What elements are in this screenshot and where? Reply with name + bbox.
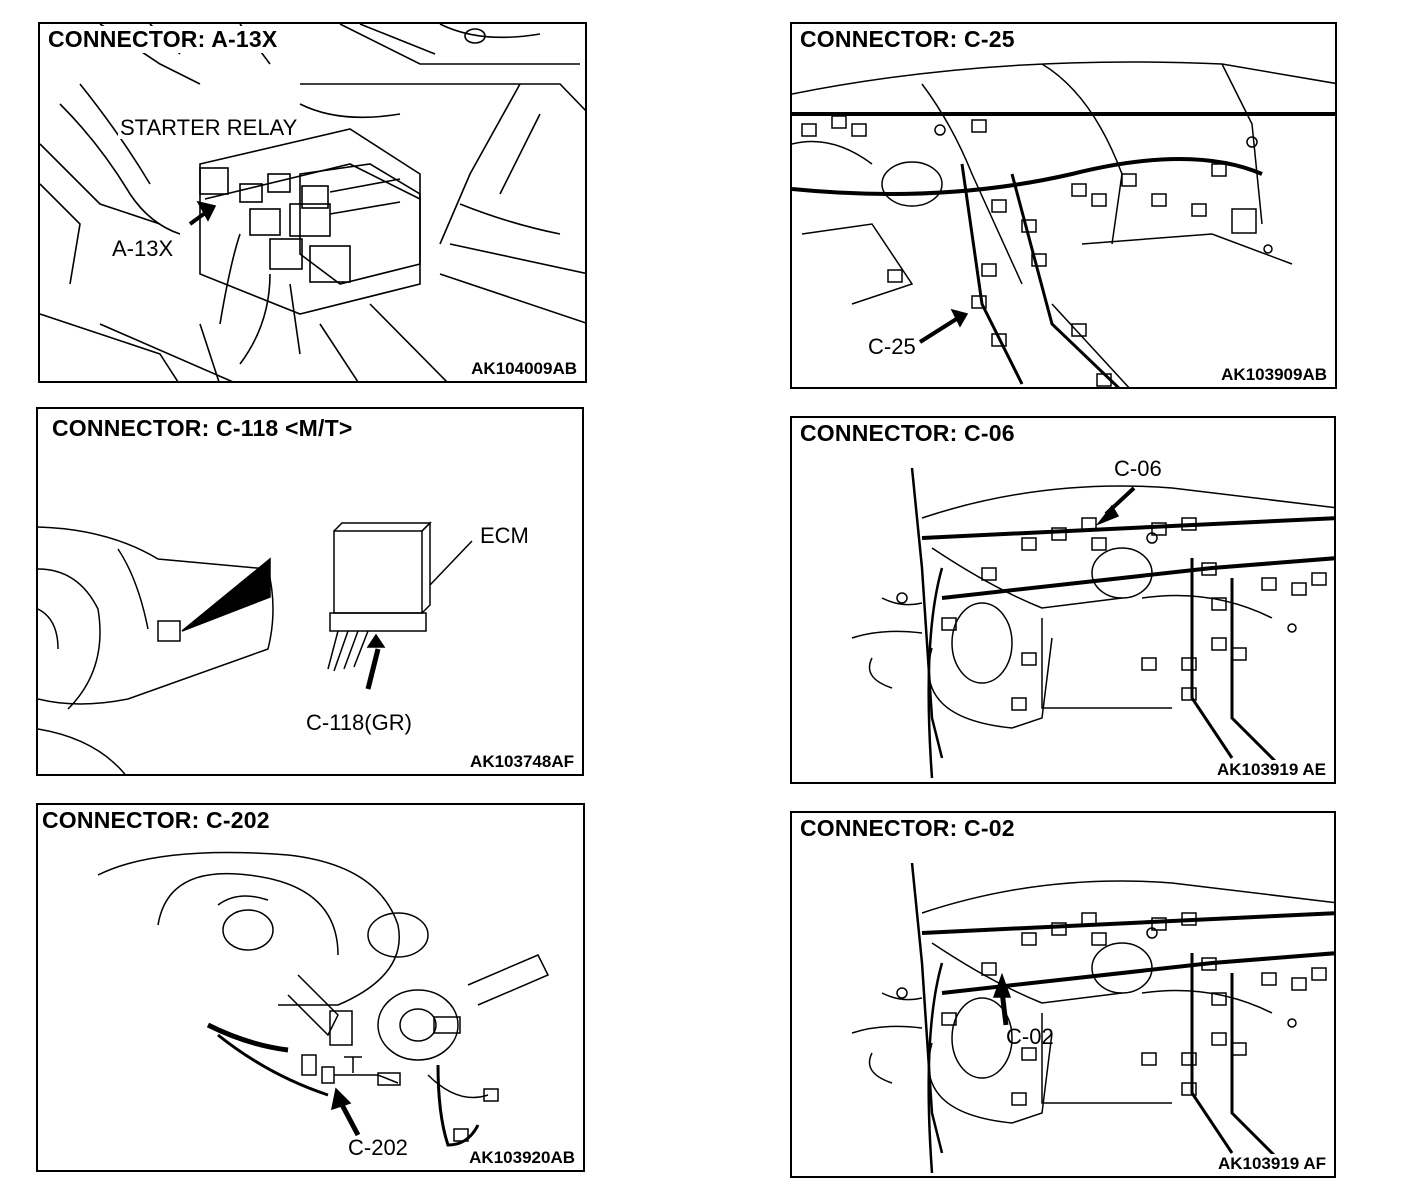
panel-c02: CONNECTOR: C-02 C-02 AK103919 AF [790, 811, 1336, 1178]
label-connector: C-02 [1006, 1024, 1054, 1049]
panel-title: CONNECTOR: A-13X [48, 26, 282, 53]
panel-title: CONNECTOR: C-02 [800, 815, 1019, 842]
panel-a13x: CONNECTOR: A-13X STARTER RELAY A-13X AK1… [38, 22, 587, 383]
label-connector: C-118(GR) [306, 710, 412, 735]
label-starter-relay: STARTER RELAY [118, 115, 300, 140]
steering-column-drawing [97, 851, 550, 1147]
label-connector: C-202 [348, 1135, 408, 1160]
ecm-drawing [38, 521, 473, 774]
figure-code: AK103909AB [1219, 365, 1329, 385]
dashboard-harness-drawing [851, 467, 1334, 780]
panel-title: CONNECTOR: C-202 [42, 807, 274, 834]
panel-title: CONNECTOR: C-25 [800, 26, 1019, 53]
panel-title: CONNECTOR: C-118 <M/T> [52, 415, 357, 442]
dashboard-harness-drawing [851, 862, 1334, 1175]
figure-code: AK103920AB [467, 1148, 577, 1168]
figure-code: AK103919 AF [1215, 1154, 1328, 1174]
panel-title: CONNECTOR: C-06 [800, 420, 1019, 447]
figure-code: AK103748AF [468, 752, 576, 772]
label-ecm: ECM [480, 523, 529, 548]
panel-c25: CONNECTOR: C-25 C-25 AK103909AB [790, 22, 1337, 389]
figure-code: AK104009AB [469, 359, 579, 379]
dashboard-harness-drawing [792, 61, 1335, 387]
starter-relay-drawing [40, 24, 585, 381]
panel-c202: CONNECTOR: C-202 C-202 AK103920AB [36, 803, 585, 1172]
figure-code: AK103919 AE [1215, 760, 1328, 780]
label-connector: C-06 [1114, 456, 1162, 481]
panel-c06: CONNECTOR: C-06 C-06 AK103919 AE [790, 416, 1336, 784]
panel-c118: CONNECTOR: C-118 <M/T> ECM C-118(GR) AK1… [36, 407, 584, 776]
label-connector: A-13X [110, 236, 176, 261]
label-connector: C-25 [868, 334, 916, 359]
